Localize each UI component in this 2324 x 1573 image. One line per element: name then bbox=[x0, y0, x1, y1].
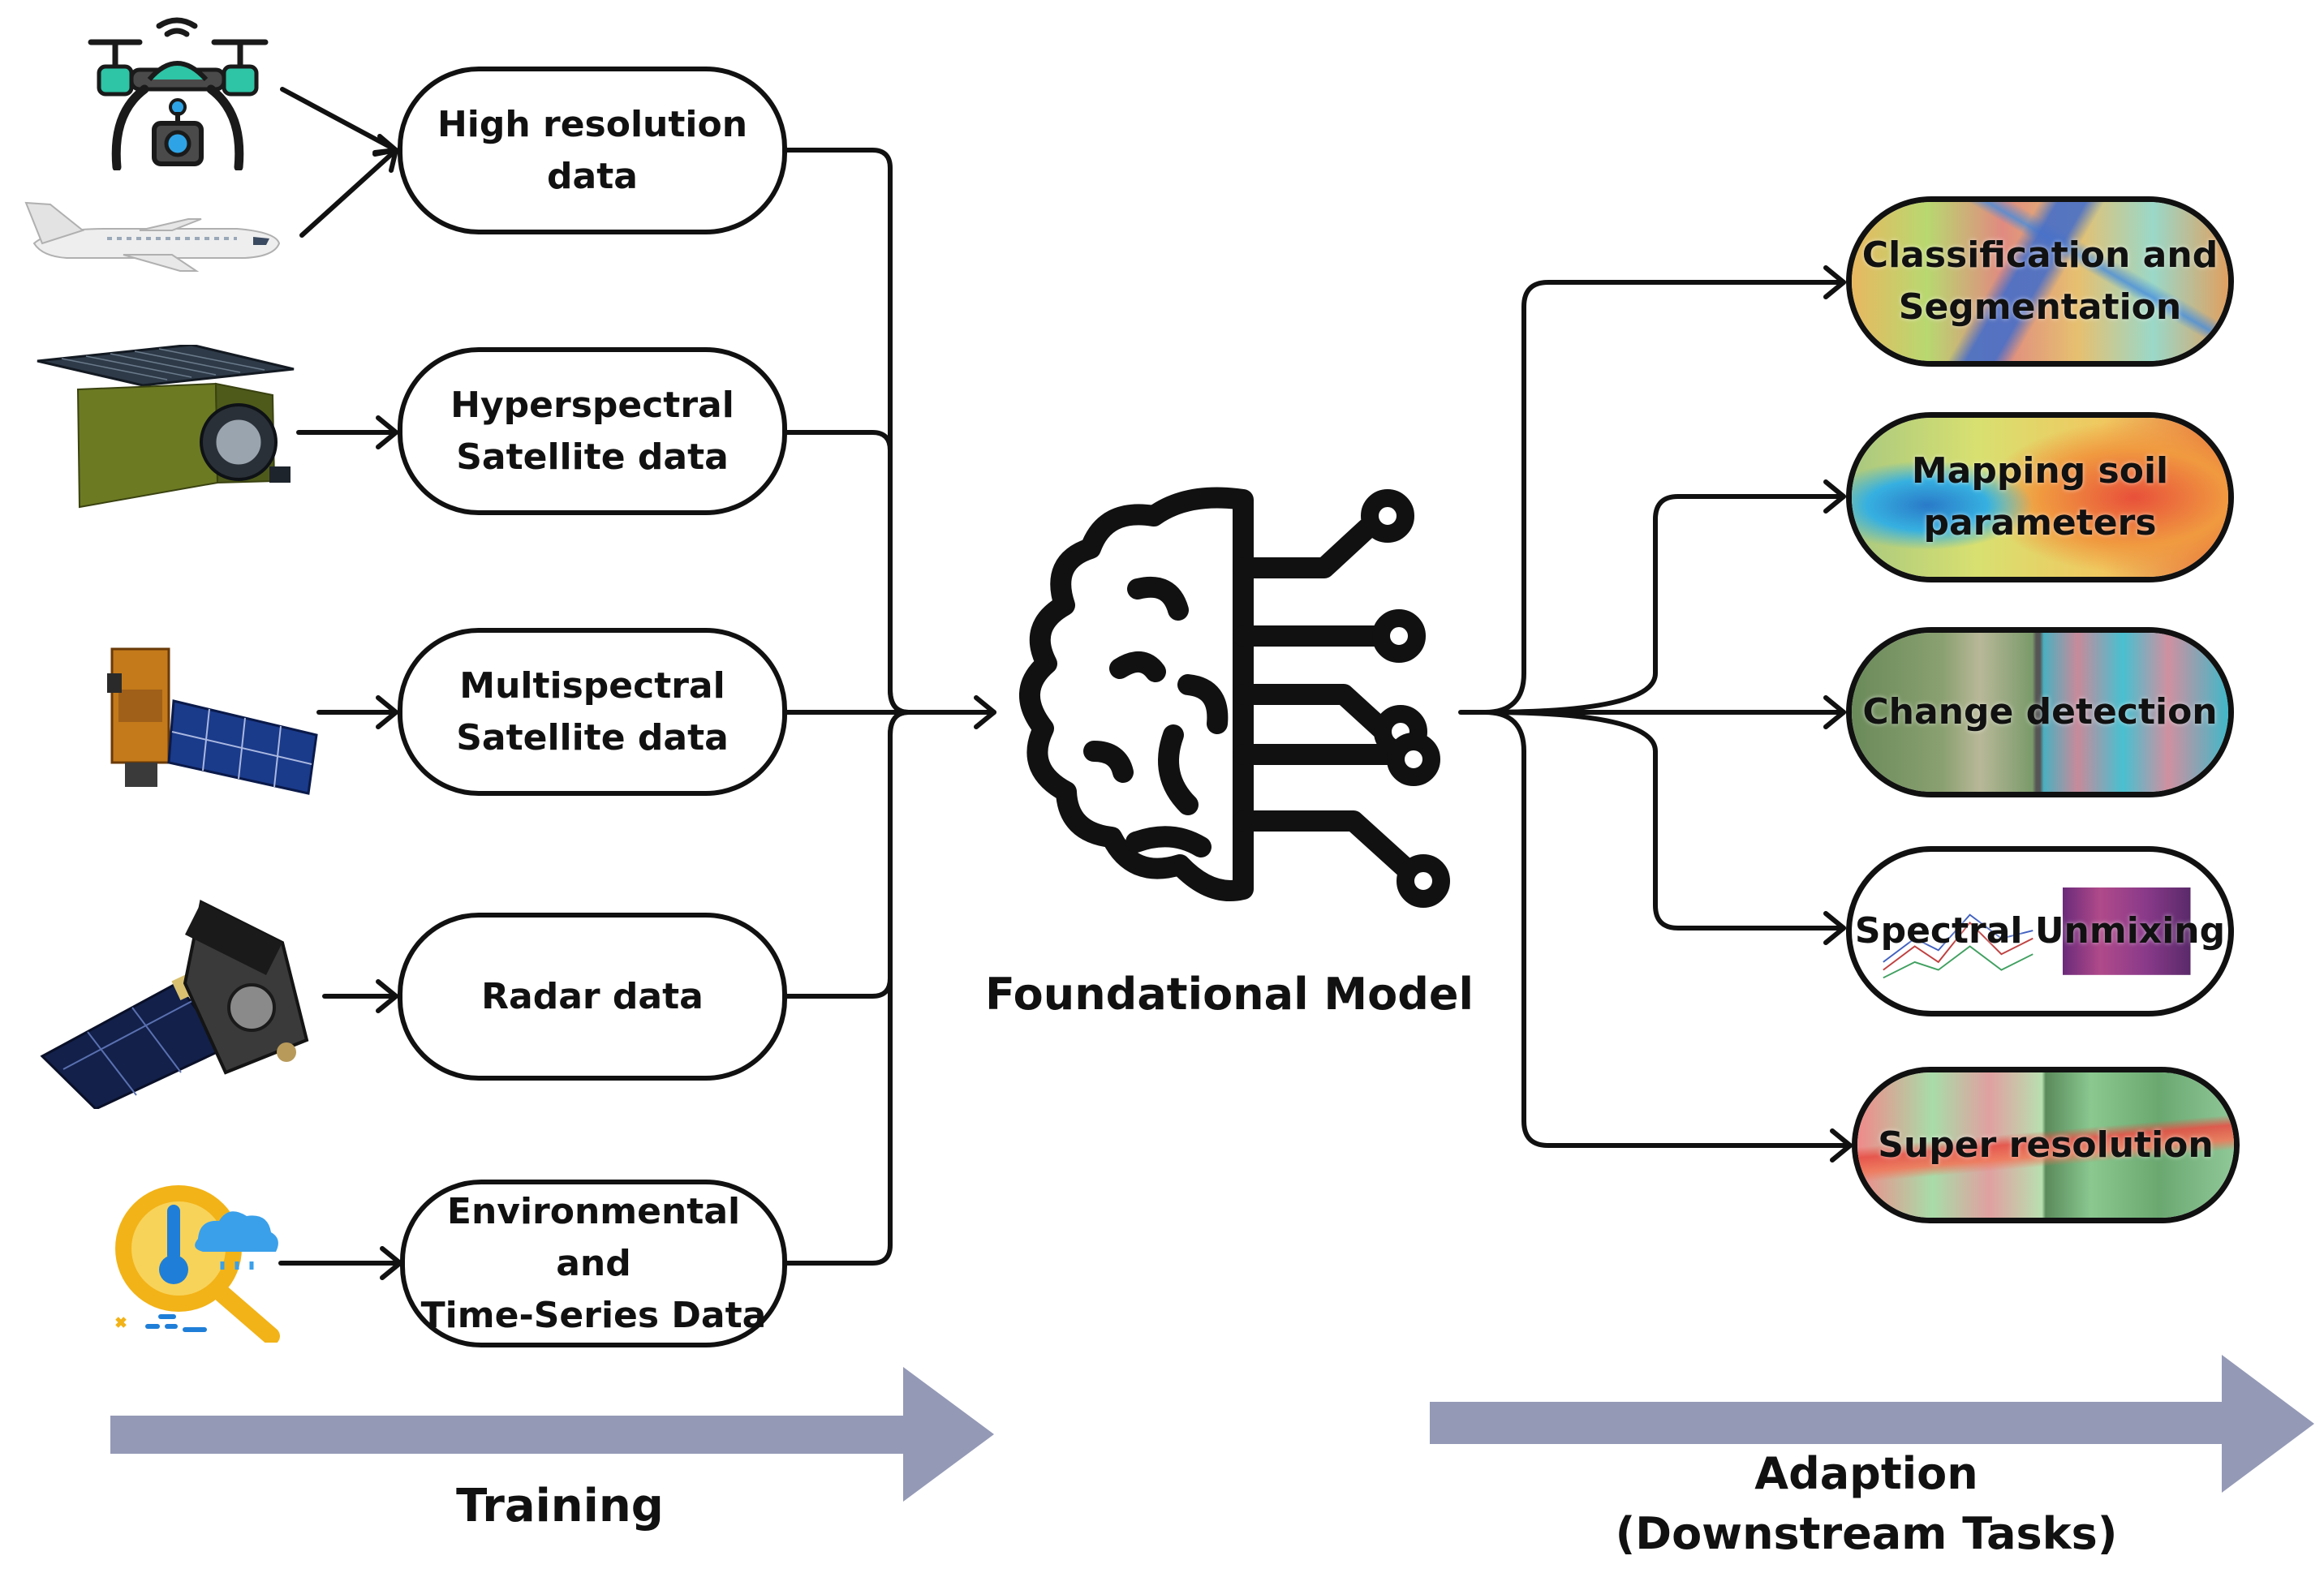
task-box-super-resolution: Super resolution bbox=[1852, 1067, 2240, 1223]
source-box-environmental: Environmental and Time-Series Data bbox=[400, 1180, 787, 1347]
source-box-multispectral: Multispectral Satellite data bbox=[398, 628, 787, 796]
multispectral-satellite-icon bbox=[107, 647, 318, 795]
source-box-radar: Radar data bbox=[398, 913, 787, 1081]
task-label: Change detection bbox=[1862, 691, 2218, 733]
source-box-hyperspectral: Hyperspectral Satellite data bbox=[398, 347, 787, 515]
weather-search-icon bbox=[115, 1185, 280, 1343]
task-box-classification: Classification and Segmentation bbox=[1846, 196, 2234, 367]
task-label: Mapping soil parameters bbox=[1911, 450, 2169, 544]
radar-satellite-icon bbox=[40, 900, 309, 1109]
task-label: Super resolution bbox=[1878, 1124, 2214, 1166]
task-box-soil-mapping: Mapping soil parameters bbox=[1846, 412, 2234, 582]
brain-circuit-icon bbox=[1018, 487, 1450, 908]
drone-icon bbox=[88, 17, 269, 170]
source-box-high-resolution: High resolution data bbox=[398, 67, 787, 234]
training-phase-arrow bbox=[110, 1367, 994, 1502]
hyperspectral-satellite-icon bbox=[37, 345, 295, 509]
task-box-change-detection: Change detection bbox=[1846, 627, 2234, 797]
training-label: Training bbox=[456, 1480, 664, 1532]
adaption-label: Adaption (Downstream Tasks) bbox=[1615, 1448, 2118, 1559]
task-label: Classification and Segmentation bbox=[1861, 234, 2219, 328]
task-box-spectral-unmixing: Spectral Unmixing bbox=[1846, 846, 2234, 1016]
spectral-plot-icon bbox=[1883, 913, 2034, 979]
model-label: Foundational Model bbox=[984, 969, 1474, 1020]
task-label: Spectral Unmixing bbox=[1854, 910, 2226, 952]
adaption-phase-arrow bbox=[1430, 1355, 2314, 1493]
airplane-icon bbox=[24, 201, 281, 272]
